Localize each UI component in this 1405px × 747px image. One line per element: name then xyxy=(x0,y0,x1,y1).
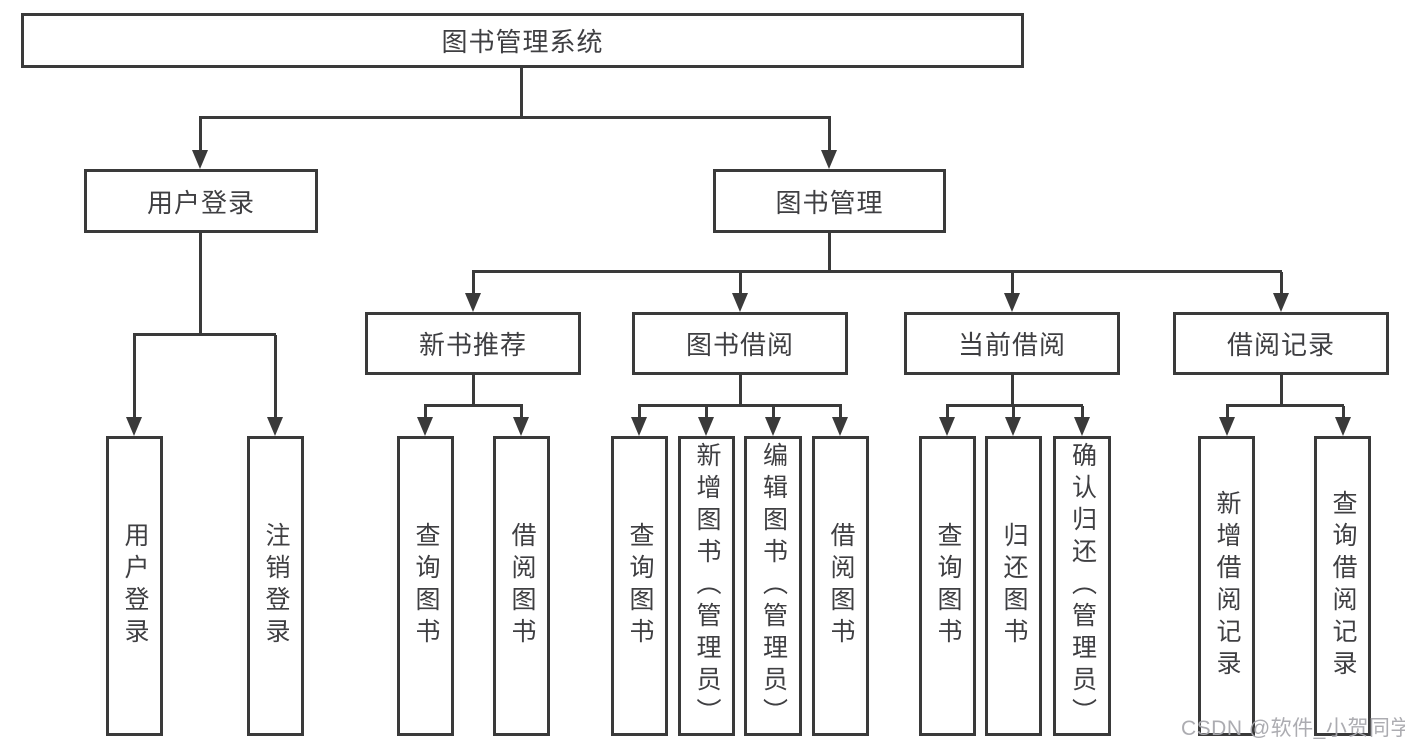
connector-line xyxy=(638,404,842,407)
connector-line xyxy=(472,272,475,294)
leaf-edit-books-admin: 编辑图书（管理员） xyxy=(744,436,802,736)
leaf-label: 注销登录 xyxy=(262,522,290,650)
leaf-logout: 注销登录 xyxy=(247,436,304,736)
connector-line xyxy=(1011,375,1014,406)
connector-line xyxy=(1226,406,1229,419)
leaf-add-books-admin: 新增图书（管理员） xyxy=(678,436,735,736)
leaf-query-books-recommend: 查询图书 xyxy=(397,436,454,736)
connector-line xyxy=(520,406,523,419)
connector-line xyxy=(1081,406,1084,419)
node-current-borrowing: 当前借阅 xyxy=(904,312,1120,375)
connector-line xyxy=(199,233,202,335)
arrow-down-icon xyxy=(732,293,748,312)
leaf-label: 查询图书 xyxy=(934,522,962,650)
leaf-query-books-current: 查询图书 xyxy=(919,436,976,736)
leaf-confirm-return-admin: 确认归还（管理员） xyxy=(1053,436,1111,736)
connector-line xyxy=(946,406,949,419)
leaf-label: 查询图书 xyxy=(412,522,440,650)
connector-line xyxy=(1226,404,1344,407)
leaf-return-books: 归还图书 xyxy=(985,436,1042,736)
leaf-add-borrow-record: 新增借阅记录 xyxy=(1198,436,1255,736)
connector-line xyxy=(638,406,641,419)
node-user-login: 用户登录 xyxy=(84,169,318,233)
leaf-query-books-borrowing: 查询图书 xyxy=(611,436,668,736)
connector-line xyxy=(424,406,427,419)
node-book-management: 图书管理 xyxy=(713,169,946,233)
watermark: CSDN @软件_小贺同学 xyxy=(1181,717,1405,740)
arrow-down-icon xyxy=(1004,293,1020,312)
connector-line xyxy=(274,335,277,418)
leaf-query-borrow-record: 查询借阅记录 xyxy=(1314,436,1371,736)
leaf-label: 归还图书 xyxy=(1000,522,1028,650)
node-book-borrowing: 图书借阅 xyxy=(632,312,848,375)
leaf-label: 新增借阅记录 xyxy=(1213,490,1241,682)
connector-line xyxy=(828,118,831,152)
connector-line xyxy=(133,335,136,418)
node-label: 当前借阅 xyxy=(957,330,1066,360)
connector-line xyxy=(772,406,775,419)
node-label: 图书管理系统 xyxy=(441,27,604,57)
node-borrowing-records: 借阅记录 xyxy=(1173,312,1389,375)
leaf-label: 用户登录 xyxy=(121,522,149,650)
leaf-label: 新增图书（管理员） xyxy=(693,442,721,730)
connector-line xyxy=(1011,272,1014,294)
connector-line xyxy=(828,233,831,272)
leaf-label: 编辑图书（管理员） xyxy=(759,442,788,730)
arrow-down-icon xyxy=(1219,417,1235,436)
arrow-down-icon xyxy=(1074,417,1090,436)
arrow-down-icon xyxy=(417,417,433,436)
leaf-label: 借阅图书 xyxy=(827,522,855,650)
leaf-user-login: 用户登录 xyxy=(106,436,163,736)
connector-line xyxy=(739,272,742,294)
arrow-down-icon xyxy=(126,417,142,436)
node-label: 图书管理 xyxy=(775,187,884,218)
connector-line xyxy=(472,270,1282,273)
arrow-down-icon xyxy=(765,417,781,436)
leaf-label: 借阅图书 xyxy=(508,522,536,650)
connector-line xyxy=(1280,272,1283,294)
connector-line xyxy=(133,333,276,336)
connector-line xyxy=(1342,406,1345,419)
leaf-borrow-books-recommend: 借阅图书 xyxy=(493,436,550,736)
connector-line xyxy=(705,406,708,419)
connector-line xyxy=(520,68,523,118)
leaf-label: 查询图书 xyxy=(626,522,654,650)
connector-line xyxy=(839,406,842,419)
node-new-book-recommendation: 新书推荐 xyxy=(365,312,581,375)
arrow-down-icon xyxy=(631,417,647,436)
arrow-down-icon xyxy=(267,417,283,436)
node-label: 图书借阅 xyxy=(685,330,794,360)
node-label: 借阅记录 xyxy=(1226,330,1335,360)
connector-line xyxy=(424,404,523,407)
arrow-down-icon xyxy=(698,417,714,436)
connector-line xyxy=(199,116,831,119)
arrow-down-icon xyxy=(1335,417,1351,436)
arrow-down-icon xyxy=(513,417,529,436)
connector-line xyxy=(1280,375,1283,406)
arrow-down-icon xyxy=(939,417,955,436)
arrow-down-icon xyxy=(821,150,837,169)
node-label: 新书推荐 xyxy=(418,330,527,360)
arrow-down-icon xyxy=(832,417,848,436)
arrow-down-icon xyxy=(1273,293,1289,312)
connector-line xyxy=(739,375,742,406)
connector-line xyxy=(199,118,202,152)
node-label: 用户登录 xyxy=(146,187,255,218)
leaf-label: 查询借阅记录 xyxy=(1329,490,1357,682)
connector-line xyxy=(472,375,475,406)
node-library-system: 图书管理系统 xyxy=(21,13,1024,68)
connector-line xyxy=(1012,406,1015,419)
arrow-down-icon xyxy=(192,150,208,169)
leaf-borrow-books: 借阅图书 xyxy=(812,436,869,736)
arrow-down-icon xyxy=(465,293,481,312)
connector-line xyxy=(946,404,1083,407)
arrow-down-icon xyxy=(1005,417,1021,436)
leaf-label: 确认归还（管理员） xyxy=(1068,442,1097,730)
